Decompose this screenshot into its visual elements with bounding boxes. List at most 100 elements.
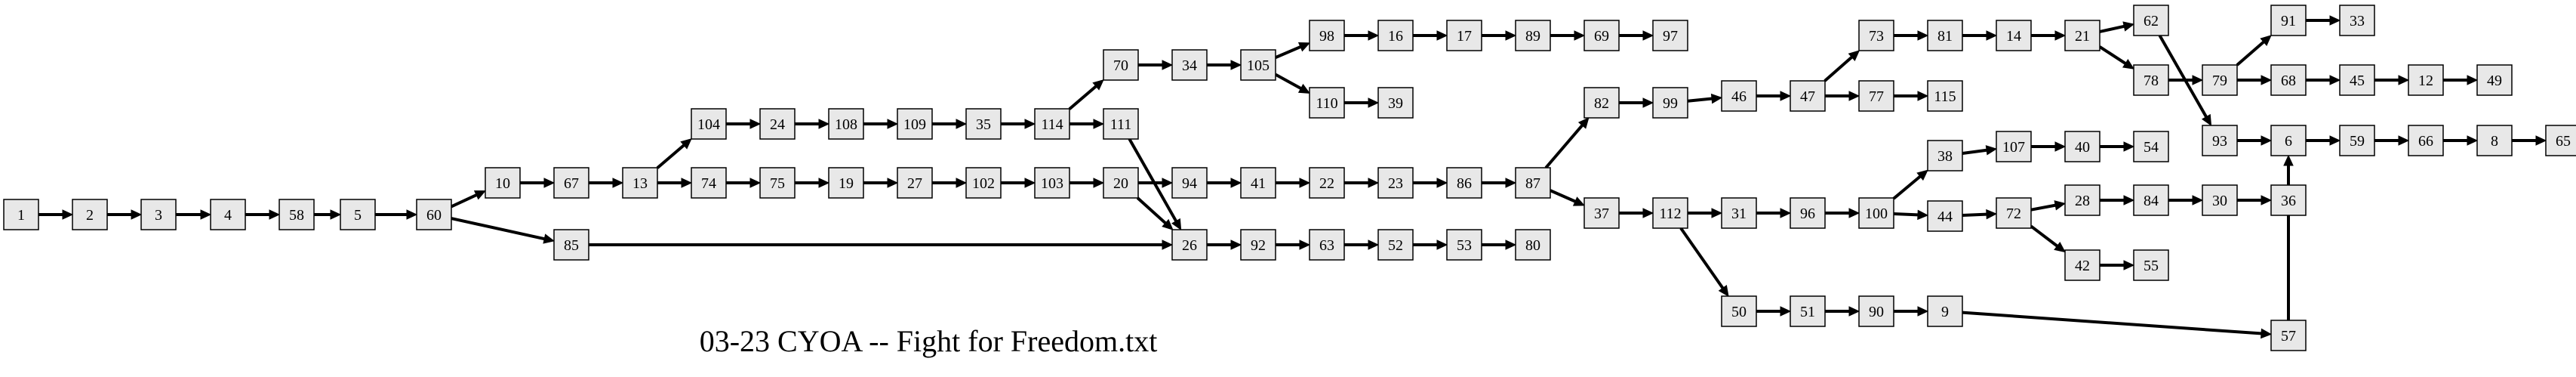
node-box [1171,167,1208,199]
node-4: 4 [210,199,246,230]
node-62: 62 [2133,5,2169,36]
node-label: 82 [1594,95,1609,112]
node-label: 53 [1457,237,1472,254]
node-box [2270,5,2307,36]
node-84: 84 [2133,184,2169,216]
node-label: 51 [1800,304,1815,320]
node-label: 67 [564,175,579,192]
node-86: 86 [1446,167,1482,199]
node-box [1103,167,1139,199]
node-box [485,167,521,199]
arrowhead-74-75 [749,178,762,188]
arrowhead-6-59 [2329,135,2341,146]
node-label: 46 [1731,88,1747,105]
node-112: 112 [1652,197,1688,229]
node-8: 8 [2476,125,2513,156]
node-10: 10 [485,167,521,199]
node-label: 105 [1247,57,1270,74]
arrowhead-63-52 [1368,239,1380,250]
node-label: 26 [1182,237,1197,254]
edge-100-44 [1893,212,1921,217]
arrowhead-28-84 [2123,195,2135,205]
node-label: 47 [1800,88,1815,105]
node-box [1309,167,1345,199]
edge-60-85 [451,217,547,241]
arrowhead-111-26 [1171,218,1182,231]
node-74: 74 [691,167,727,199]
node-label: 9 [1941,304,1949,320]
node-label: 50 [1731,304,1747,320]
node-label: 69 [1594,28,1609,45]
node-box [1858,20,1894,51]
arrowhead-45-12 [2398,75,2410,85]
node-label: 38 [1937,148,1953,165]
node-box [2408,64,2444,96]
node-label: 109 [903,116,926,133]
node-box [1790,295,1826,327]
node-label: 79 [2212,73,2227,89]
node-box [897,108,933,140]
node-94: 94 [1171,167,1208,199]
node-109: 109 [897,108,933,140]
node-box [2476,125,2513,156]
node-label: 39 [1388,95,1403,112]
arrowhead-21-78 [2122,59,2135,70]
node-58: 58 [279,199,315,230]
node-box [2545,125,2576,156]
arrowhead-69-97 [1642,30,1654,41]
edge-62-93 [2158,35,2209,120]
node-box [1652,20,1688,51]
edge-21-62 [2099,24,2127,33]
arrowhead-67-13 [612,178,624,188]
arrowhead-108-109 [887,119,899,129]
arrowhead-52-53 [1436,239,1448,250]
arrowhead-51-90 [1848,306,1860,317]
node-label: 14 [2006,28,2021,45]
node-label: 84 [2144,193,2159,209]
node-box [1446,167,1482,199]
node-box [1377,20,1414,51]
node-21: 21 [2064,20,2101,51]
node-label: 2 [86,207,94,224]
node-label: 100 [1865,205,1888,222]
node-37: 37 [1583,197,1620,229]
node-label: 112 [1659,205,1681,222]
node-13: 13 [622,167,658,199]
arrowhead-112-31 [1711,208,1723,218]
node-box [1446,229,1482,261]
arrowhead-96-100 [1848,208,1860,218]
node-box [2270,184,2307,216]
node-55: 55 [2133,249,2169,281]
node-box [553,167,589,199]
edge-72-42 [2030,224,2060,249]
node-2: 2 [72,199,108,230]
node-label: 115 [1934,88,1956,105]
node-30: 30 [2202,184,2238,216]
node-20: 20 [1103,167,1139,199]
arrowhead-62-93 [2201,113,2212,127]
arrowhead-26-92 [1230,239,1242,250]
node-52: 52 [1377,229,1414,261]
node-98: 98 [1309,20,1345,51]
node-label: 33 [2350,13,2365,29]
edge-9-57 [1962,311,2264,335]
arrowhead-100-44 [1917,209,1929,221]
node-label: 111 [1110,116,1132,133]
node-81: 81 [1927,20,1963,51]
node-label: 36 [2281,193,2296,209]
node-box [1309,20,1345,51]
arrowhead-3-4 [200,209,212,220]
arrowhead-110-39 [1368,97,1380,108]
edge-105-98 [1275,44,1303,59]
node-box [416,199,452,230]
node-label: 81 [1937,28,1953,45]
node-label: 54 [2144,139,2159,156]
node-label: 98 [1319,28,1334,45]
arrowhead-81-14 [1986,30,1998,41]
node-label: 45 [2350,73,2365,89]
node-label: 75 [770,175,785,192]
node-box [2133,5,2169,36]
arrowhead-38-107 [1985,145,1998,156]
arrowhead-91-33 [2329,15,2341,26]
